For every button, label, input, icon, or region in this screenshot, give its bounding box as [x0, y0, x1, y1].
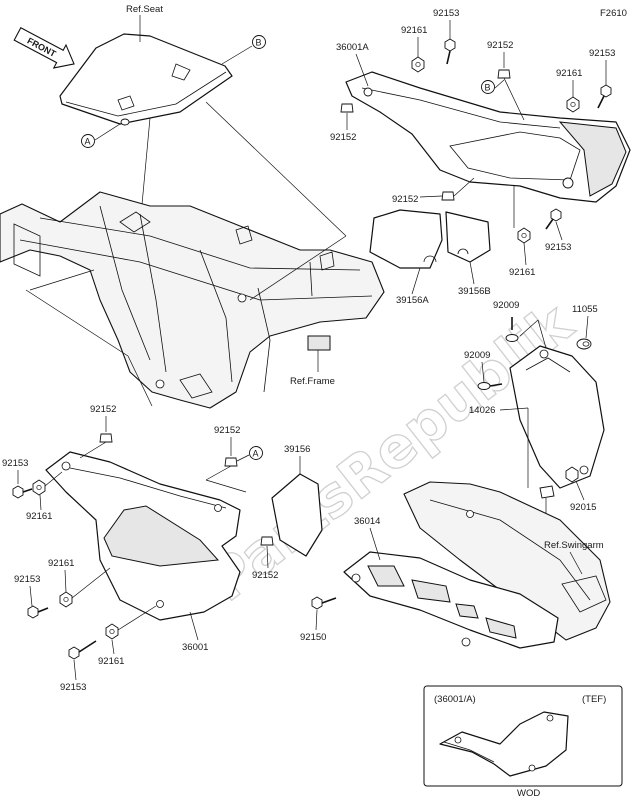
label-92152-top3: 92152 — [392, 194, 418, 205]
label-92152-left3: 92152 — [252, 570, 278, 581]
grommet-92152-left2 — [224, 457, 238, 467]
label-92153-left3: 92153 — [60, 682, 86, 693]
pad-39156A — [369, 209, 443, 269]
washer-92161-top2 — [566, 96, 580, 113]
label-92153-top2: 92153 — [589, 48, 615, 59]
screw-92009-1 — [505, 317, 519, 342]
pad-39156B — [445, 211, 491, 263]
chain-cover-14026 — [509, 345, 605, 489]
bushing-92026 — [539, 485, 555, 499]
label-92161-left2: 92161 — [48, 558, 74, 569]
label-ref-seat: Ref.Seat — [126, 4, 163, 15]
label-92152-left1: 92152 — [90, 404, 116, 415]
label-ref-swingarm: Ref.Swingarm — [544, 540, 604, 551]
collar-11055 — [576, 338, 592, 350]
chain-guard-36014 — [343, 551, 559, 649]
washer-92161-left1 — [32, 479, 46, 496]
washer-92161-left2 — [59, 591, 73, 608]
inset-tag: (TEF) — [582, 694, 606, 705]
label-92009-1: 92009 — [493, 300, 519, 311]
label-92161-top1: 92161 — [401, 25, 427, 36]
inset-caption: WOD — [517, 788, 540, 799]
label-92150: 92150 — [300, 632, 326, 643]
screw-92009-2 — [477, 382, 503, 390]
svg-text:B: B — [256, 38, 262, 48]
label-92161-left3: 92161 — [98, 656, 124, 667]
label-39156: 39156 — [284, 444, 310, 455]
label-92161-top3: 92161 — [509, 267, 535, 278]
label-14026: 14026 — [469, 405, 495, 416]
circle-ref-a-cover: A — [249, 446, 263, 460]
bolt-92150 — [311, 596, 337, 610]
label-39156B: 39156B — [458, 286, 491, 297]
bolt-92153-top1 — [444, 38, 456, 65]
svg-text:A: A — [253, 449, 259, 459]
washer-92161-top1 — [411, 56, 425, 73]
bolt-92153-left2 — [27, 605, 49, 619]
circle-ref-b-seat: B — [252, 35, 266, 49]
label-92153-top3: 92153 — [545, 242, 571, 253]
seat — [59, 33, 233, 125]
grommet-92152-top1 — [497, 69, 511, 79]
side-cover-36001 — [45, 451, 241, 621]
washer-92161-top3 — [517, 227, 531, 244]
circle-ref-a-seat: A — [81, 134, 95, 148]
washer-92161-left3 — [105, 623, 119, 640]
frame — [0, 191, 385, 409]
label-11055: 11055 — [572, 304, 598, 315]
grommet-92152-left3 — [260, 536, 274, 546]
grommet-92152-top3 — [441, 191, 455, 201]
label-39156A: 39156A — [396, 295, 429, 306]
side-cover-36001A — [345, 71, 631, 203]
inset-title: (36001/A) — [434, 694, 476, 705]
label-36014: 36014 — [354, 516, 380, 527]
inset-box: (36001/A) (TEF) — [423, 685, 623, 787]
label-92153-left1: 92153 — [2, 458, 28, 469]
bolt-92153-left1 — [12, 485, 33, 499]
label-92153-left2: 92153 — [14, 574, 40, 585]
label-92009-2: 92009 — [464, 350, 490, 361]
label-92152-left2: 92152 — [214, 425, 240, 436]
bolt-92153-top2 — [597, 84, 612, 109]
front-arrow-icon: FRONT — [13, 26, 75, 69]
grommet-92152-top2 — [340, 103, 354, 113]
svg-text:A: A — [85, 137, 91, 147]
label-36001: 36001 — [182, 642, 208, 653]
label-36001A: 36001A — [336, 42, 369, 53]
label-92161-top2: 92161 — [556, 68, 582, 79]
svg-text:B: B — [485, 83, 491, 93]
label-92152-top2: 92152 — [330, 132, 356, 143]
figure-code: F2610 — [600, 8, 627, 19]
label-92015: 92015 — [570, 502, 596, 513]
bolt-92153-top3 — [545, 208, 562, 230]
circle-ref-b-cover: B — [481, 80, 495, 94]
swingarm — [403, 481, 611, 641]
nut-92015 — [565, 466, 579, 483]
label-92161-left1: 92161 — [26, 511, 52, 522]
grommet-92152-left1 — [99, 433, 113, 443]
label-92152-top1: 92152 — [487, 40, 513, 51]
label-ref-frame: Ref.Frame — [290, 376, 335, 387]
bolt-92153-left3 — [68, 640, 97, 660]
label-92153-top1: 92153 — [433, 8, 459, 19]
